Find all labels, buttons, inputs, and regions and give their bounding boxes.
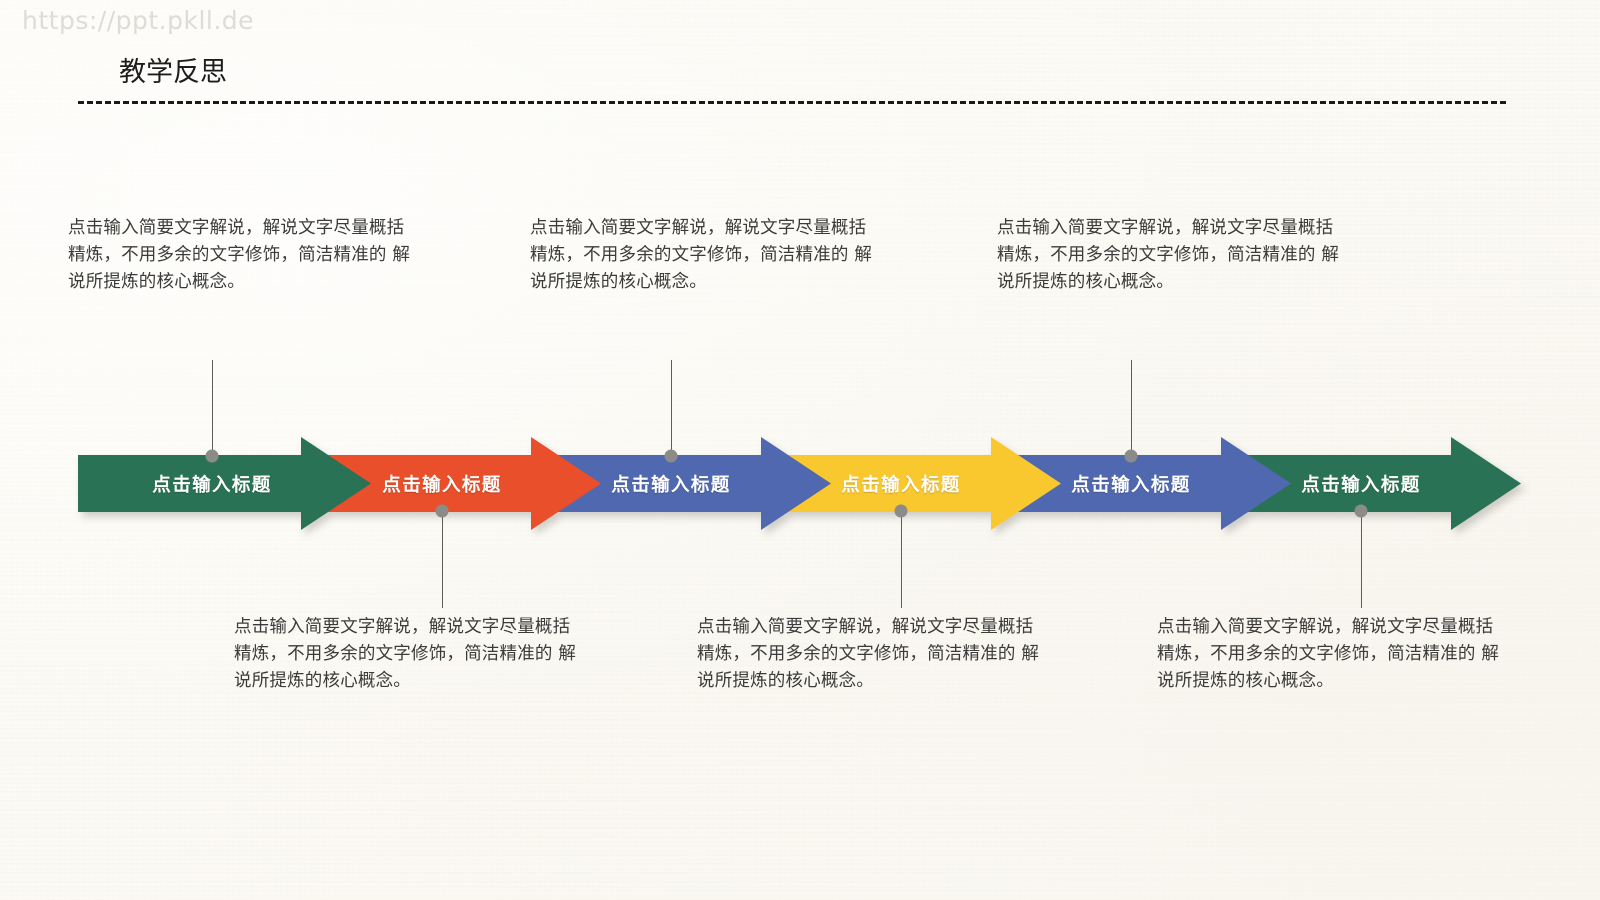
arrow-label-3[interactable]: 点击输入标题 — [611, 475, 731, 496]
description-top-2: 点击输入简要文字解说，解说文字尽量概括精炼，不用多余的文字修饰，简洁精准的 解说… — [530, 218, 873, 292]
description-bottom-3: 点击输入简要文字解说，解说文字尽量概括精炼，不用多余的文字修饰，简洁精准的 解说… — [1157, 617, 1500, 691]
arrow-label-1[interactable]: 点击输入标题 — [152, 475, 272, 496]
description-bottom-2: 点击输入简要文字解说，解说文字尽量概括精炼，不用多余的文字修饰，简洁精准的 解说… — [697, 617, 1040, 691]
arrow-label-5[interactable]: 点击输入标题 — [1071, 475, 1191, 496]
connector-line-top-1 — [212, 360, 213, 457]
connector-dot-top-2 — [664, 449, 678, 463]
page-title: 教学反思 — [119, 57, 227, 88]
connector-dot-bottom-3 — [1354, 504, 1368, 518]
description-top-3: 点击输入简要文字解说，解说文字尽量概括精炼，不用多余的文字修饰，简洁精准的 解说… — [997, 218, 1340, 292]
arrow-label-4[interactable]: 点击输入标题 — [841, 475, 961, 496]
connector-line-bottom-3 — [1361, 511, 1362, 608]
connector-line-bottom-1 — [442, 511, 443, 608]
connector-dot-top-1 — [205, 449, 219, 463]
description-top-1: 点击输入简要文字解说，解说文字尽量概括精炼，不用多余的文字修饰，简洁精准的 解说… — [68, 218, 411, 292]
connector-line-bottom-2 — [901, 511, 902, 608]
description-bottom-1: 点击输入简要文字解说，解说文字尽量概括精炼，不用多余的文字修饰，简洁精准的 解说… — [234, 617, 577, 691]
arrow-label-2[interactable]: 点击输入标题 — [382, 475, 502, 496]
connector-line-top-3 — [1131, 360, 1132, 457]
connector-dot-bottom-2 — [894, 504, 908, 518]
connector-dot-top-3 — [1124, 449, 1138, 463]
watermark-url: https://ppt.pkll.de — [22, 6, 255, 35]
connector-line-top-2 — [671, 360, 672, 457]
title-divider — [78, 101, 1506, 104]
arrow-label-6[interactable]: 点击输入标题 — [1301, 475, 1421, 496]
connector-dot-bottom-1 — [435, 504, 449, 518]
